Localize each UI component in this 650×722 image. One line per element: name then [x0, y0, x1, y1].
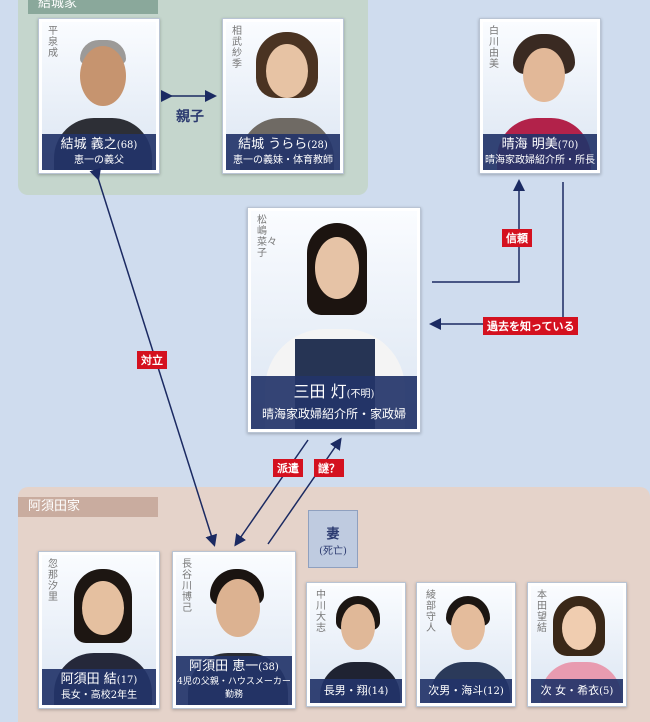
caption-yui: 阿須田 結(17) 長女・高校2年生: [42, 669, 156, 705]
caption-akari: 三田 灯(不明) 晴海家政婦紹介所・家政婦: [251, 376, 417, 429]
label-kakeru: 長男・翔: [323, 684, 368, 697]
name-yui: 阿須田 結: [60, 672, 117, 687]
age-akemi: (70): [557, 140, 579, 151]
role-akemi: 晴海家政婦紹介所・所長: [485, 155, 595, 166]
label-kii: 次 女・希衣: [540, 684, 600, 697]
age-yoshiyuki: (68): [116, 140, 138, 151]
caption-urara: 結城 うらら(28) 恵一の義妹・体育教師: [226, 134, 340, 170]
age-yui: (17): [116, 675, 138, 686]
card-kaito[interactable]: 綾部守人 次男・海斗(12): [416, 582, 516, 707]
card-yui[interactable]: 忽那汐里 阿須田 結(17) 長女・高校2年生: [38, 551, 160, 709]
age-kii: (5): [599, 686, 614, 697]
card-keiichi[interactable]: 長谷川博己 阿須田 恵一(38) 4児の父親・ハウスメーカー勤務: [172, 551, 296, 709]
actor-keiichi: 長谷川博己: [182, 559, 192, 614]
yuki-family-label: 結城家: [28, 0, 158, 14]
label-nazo: 謎？: [314, 459, 344, 477]
name-akemi: 晴海 明美: [501, 137, 558, 152]
card-kakeru[interactable]: 中川大志 長男・翔(14): [306, 582, 406, 707]
caption-kii: 次 女・希衣(5): [531, 679, 623, 703]
name-keiichi: 阿須田 恵一: [189, 659, 259, 674]
wife-box: 妻 (死亡): [308, 510, 358, 568]
role-akari: 晴海家政婦紹介所・家政婦: [261, 407, 406, 421]
role-yoshiyuki: 恵一の義父: [74, 155, 124, 166]
actor-yoshiyuki: 平泉成: [48, 26, 58, 59]
caption-keiichi: 阿須田 恵一(38) 4児の父親・ハウスメーカー勤務: [176, 656, 292, 705]
label-tairitsu: 対立: [137, 351, 167, 369]
label-haken: 派遣: [273, 459, 303, 477]
actor-akari: 松嶋菜々子: [257, 215, 277, 259]
age-kakeru: (14): [367, 686, 389, 697]
wife-status: (死亡): [319, 546, 347, 557]
caption-yoshiyuki: 結城 義之(68) 恵一の義父: [42, 134, 156, 170]
caption-kakeru: 長男・翔(14): [310, 679, 402, 703]
actor-kii: 本田望結: [537, 590, 547, 634]
actor-yui: 忽那汐里: [48, 559, 58, 603]
card-akari[interactable]: 松嶋菜々子 三田 灯(不明) 晴海家政婦紹介所・家政婦: [247, 207, 421, 433]
card-akemi[interactable]: 白川由美 晴海 明美(70) 晴海家政婦紹介所・所長: [479, 18, 601, 174]
role-urara: 恵一の義妹・体育教師: [233, 155, 333, 166]
card-urara[interactable]: 相武紗季 結城 うらら(28) 恵一の義妹・体育教師: [222, 18, 344, 174]
wife-label: 妻: [326, 527, 340, 542]
role-keiichi: 4児の父親・ハウスメーカー勤務: [177, 677, 291, 700]
arrow-kako: [429, 182, 564, 330]
age-keiichi: (38): [258, 662, 279, 673]
caption-akemi: 晴海 明美(70) 晴海家政婦紹介所・所長: [483, 134, 597, 170]
age-kaito: (12): [483, 686, 504, 697]
label-oyako: 親子: [176, 109, 204, 125]
age-urara: (28): [307, 140, 328, 151]
actor-akemi: 白川由美: [489, 26, 499, 70]
role-yui: 長女・高校2年生: [60, 690, 138, 701]
label-kako: 過去を知っている: [483, 317, 579, 335]
label-shinrai: 信頼: [502, 229, 532, 247]
asuda-family-label: 阿須田家: [18, 497, 158, 517]
actor-kakeru: 中川大志: [316, 590, 326, 634]
name-akari: 三田 灯: [293, 382, 347, 401]
actor-kaito: 綾部守人: [426, 590, 436, 634]
actor-urara: 相武紗季: [232, 26, 242, 70]
name-urara: 結城 うらら: [238, 137, 308, 152]
age-akari: (不明): [346, 389, 375, 400]
caption-kaito: 次男・海斗(12): [420, 679, 512, 703]
card-kii[interactable]: 本田望結 次 女・希衣(5): [527, 582, 627, 707]
name-yoshiyuki: 結城 義之: [60, 137, 117, 152]
label-kaito: 次男・海斗: [428, 684, 484, 697]
card-yoshiyuki[interactable]: 平泉成 結城 義之(68) 恵一の義父: [38, 18, 160, 174]
